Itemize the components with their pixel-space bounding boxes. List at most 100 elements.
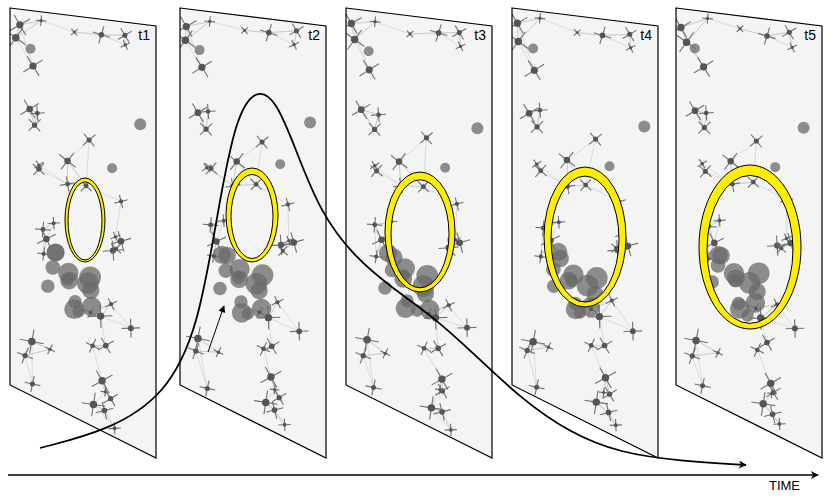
- halo: [103, 343, 109, 349]
- halo: [538, 168, 543, 173]
- halo: [203, 127, 208, 132]
- halo: [787, 30, 792, 35]
- filament: [439, 32, 460, 33]
- halo: [351, 36, 358, 43]
- halo: [515, 38, 522, 45]
- panel-label: t2: [308, 28, 320, 43]
- halo: [792, 326, 798, 332]
- cluster-blob: [378, 281, 391, 294]
- halo: [371, 385, 376, 390]
- filament: [263, 349, 270, 377]
- filament: [375, 225, 376, 257]
- halo: [692, 107, 699, 114]
- halo: [754, 138, 759, 143]
- halo: [222, 219, 226, 223]
- filament: [39, 169, 68, 184]
- halo: [711, 240, 718, 247]
- halo: [438, 375, 445, 382]
- halo: [428, 404, 435, 411]
- halo: [348, 20, 355, 27]
- halo: [243, 29, 246, 32]
- halo: [213, 238, 220, 245]
- cluster-blob: [230, 270, 248, 288]
- halo: [700, 383, 705, 388]
- filament: [449, 305, 467, 327]
- halo: [90, 401, 97, 408]
- halo: [593, 137, 598, 142]
- halo: [717, 219, 721, 223]
- halo: [277, 395, 282, 400]
- halo: [755, 348, 760, 353]
- panel-ground: [676, 8, 822, 458]
- halo: [275, 300, 279, 304]
- filament: [436, 318, 467, 328]
- filament: [599, 317, 604, 346]
- halo: [457, 30, 462, 35]
- halo: [373, 164, 376, 167]
- halo: [539, 255, 543, 259]
- halo: [281, 249, 285, 253]
- filament: [211, 169, 233, 186]
- filament: [237, 142, 262, 162]
- filament: [269, 31, 297, 33]
- halo: [87, 137, 92, 142]
- panel-label: t3: [474, 28, 486, 43]
- halo: [576, 31, 579, 34]
- halo: [435, 346, 441, 352]
- cluster-blob: [727, 269, 745, 287]
- filament: [410, 33, 439, 34]
- filament: [25, 356, 32, 384]
- panel-ground: [10, 8, 156, 458]
- halo: [704, 111, 709, 116]
- filament: [714, 221, 719, 243]
- halo: [43, 236, 50, 243]
- halo: [770, 411, 776, 417]
- filament: [361, 110, 374, 130]
- filament: [577, 33, 602, 36]
- halo: [630, 328, 636, 334]
- halo: [531, 67, 538, 74]
- filament: [25, 349, 50, 355]
- filament: [763, 404, 779, 424]
- filament: [602, 35, 630, 47]
- halo: [208, 222, 213, 227]
- halo: [683, 38, 690, 45]
- halo: [363, 336, 371, 344]
- halo: [751, 180, 756, 185]
- halo: [48, 348, 51, 351]
- halo: [421, 184, 426, 189]
- filament: [731, 141, 757, 161]
- filament: [67, 161, 68, 184]
- time-axis: [8, 474, 818, 476]
- halo: [209, 166, 214, 171]
- snapshot-panels: [6, 8, 822, 458]
- filament: [25, 349, 50, 355]
- filament: [518, 18, 540, 41]
- halo: [627, 32, 632, 37]
- filament: [442, 412, 451, 430]
- filament: [533, 342, 536, 387]
- halo: [84, 183, 89, 188]
- filament: [456, 204, 457, 240]
- halo: [233, 158, 240, 165]
- halo: [614, 246, 618, 250]
- halo: [97, 312, 104, 319]
- filament: [93, 346, 103, 381]
- halo: [534, 385, 539, 390]
- halo: [764, 340, 770, 346]
- halo: [194, 335, 202, 343]
- filament: [541, 228, 544, 257]
- halo: [376, 112, 381, 117]
- halo: [564, 157, 571, 164]
- filament: [363, 356, 373, 388]
- halo: [779, 246, 783, 250]
- filament: [708, 18, 740, 28]
- cluster-blob: [364, 46, 374, 56]
- halo: [703, 169, 708, 174]
- filament: [767, 32, 789, 36]
- pointer-arrow: [208, 306, 224, 352]
- halo: [526, 110, 533, 117]
- cluster-blob: [770, 162, 780, 172]
- halo: [119, 199, 123, 203]
- filament: [16, 21, 41, 38]
